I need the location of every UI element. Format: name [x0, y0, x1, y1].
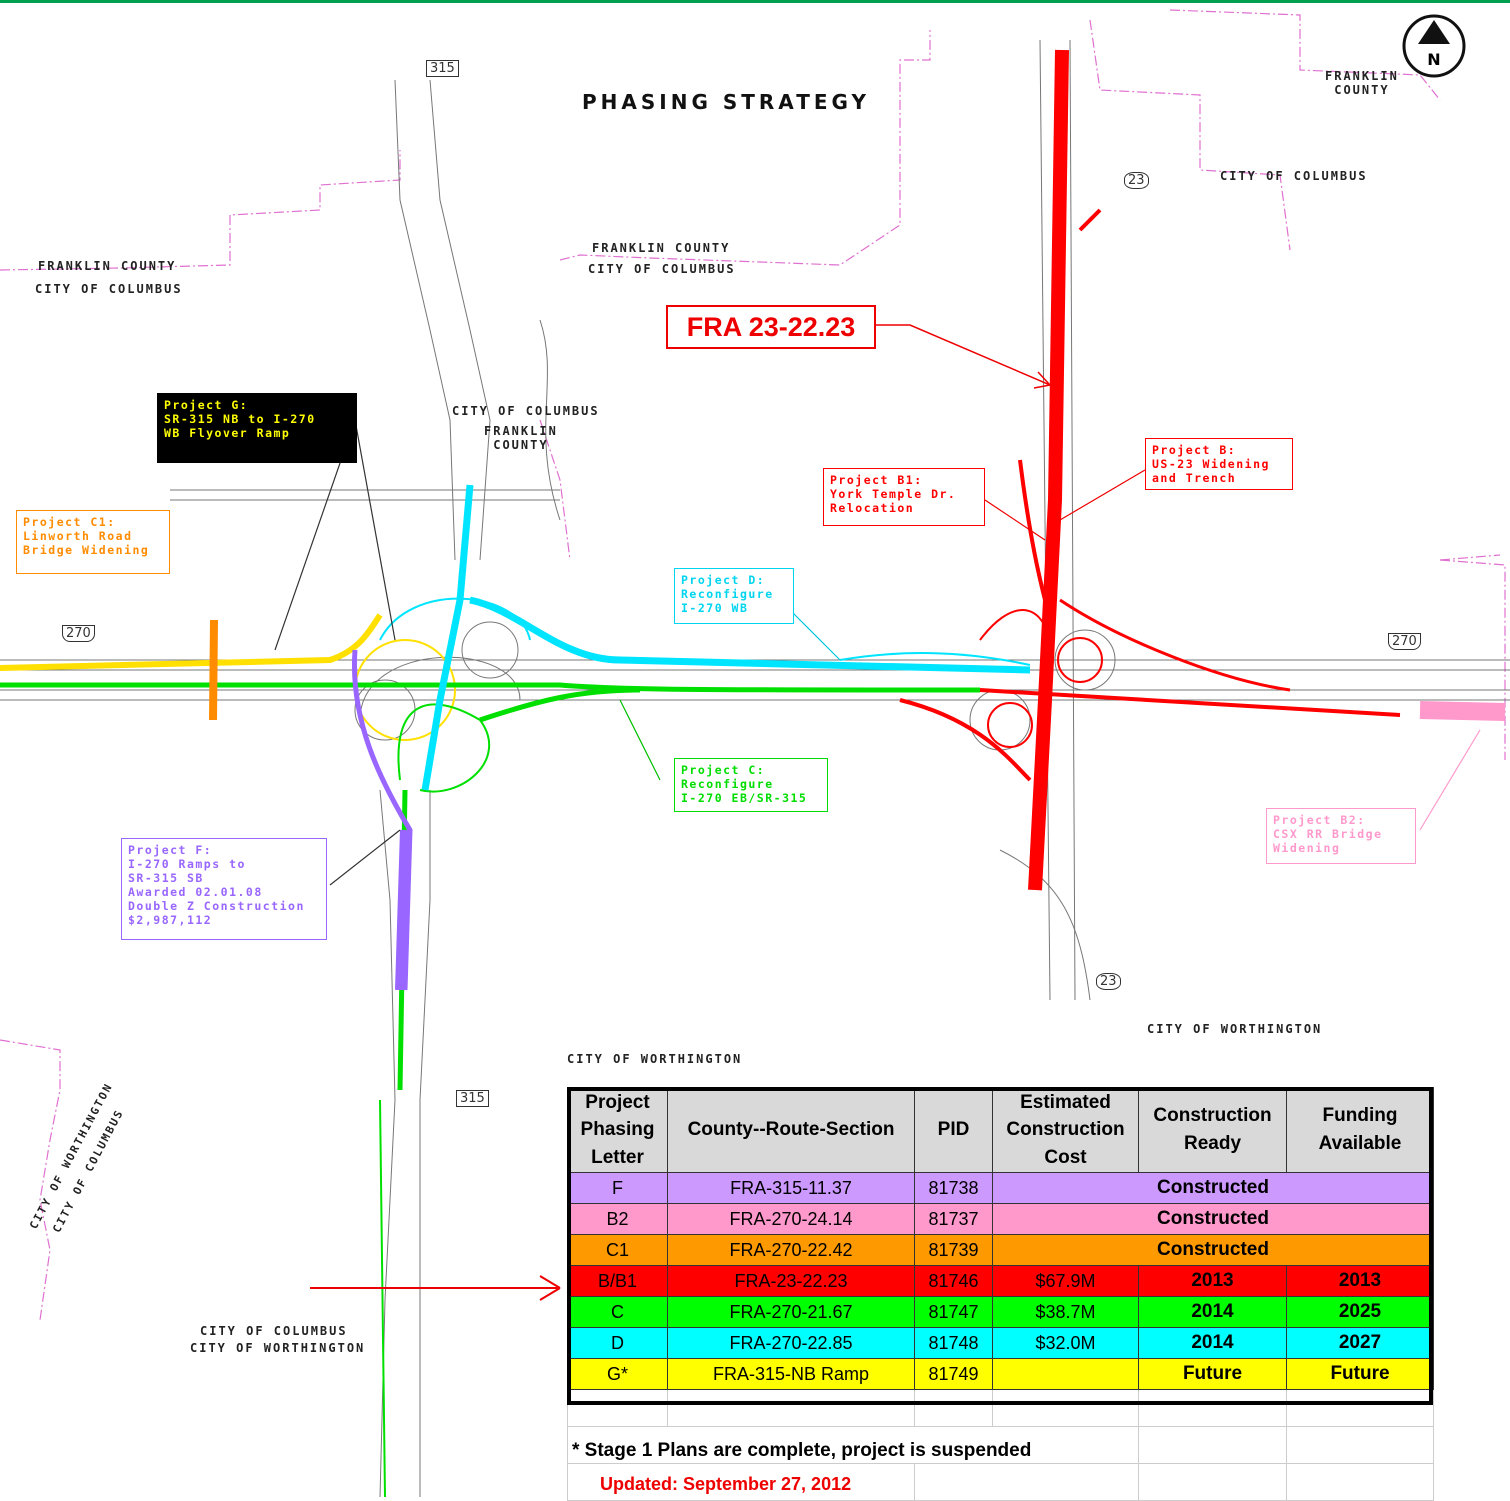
header-cost: Estimated Construction Cost — [992, 1087, 1139, 1173]
route-shield-315: 315 — [456, 1090, 489, 1107]
label-franklin-county: FRANKLIN COUNTY — [1325, 69, 1399, 97]
project-b1-callout: Project B1: York Temple Dr. Relocation — [823, 468, 985, 526]
cell-letter: C1 — [567, 1234, 668, 1266]
cell-section: FRA-270-22.85 — [667, 1327, 915, 1359]
north-label: N — [1427, 50, 1440, 69]
cell-status: Constructed — [992, 1172, 1434, 1204]
map-title: PHASING STRATEGY — [582, 90, 870, 114]
cell-pid: 81738 — [914, 1172, 993, 1204]
table-row — [567, 1426, 1434, 1464]
header-pid: PID — [914, 1087, 993, 1173]
label-city-of-columbus: CITY OF COLUMBUS — [1220, 169, 1368, 183]
project-f-callout: Project F: I-270 Ramps to SR-315 SB Awar… — [121, 838, 327, 940]
main-callout: FRA 23-22.23 — [666, 305, 876, 349]
cell-cost: $67.9M — [992, 1265, 1139, 1297]
table-row: D FRA-270-22.85 81748 $32.0M 2014 2027 — [567, 1327, 1434, 1359]
cell-status: Constructed — [992, 1234, 1434, 1266]
cell-letter: C — [567, 1296, 668, 1328]
cell-cost — [992, 1358, 1139, 1390]
cell-ready: 2013 — [1138, 1265, 1287, 1297]
updated-date: Updated: September 27, 2012 — [600, 1474, 852, 1494]
header-ready: Construction Ready — [1138, 1087, 1287, 1173]
header-section: County--Route-Section — [667, 1087, 915, 1173]
cell-letter: B2 — [567, 1203, 668, 1235]
label-franklin-county: FRANKLIN COUNTY — [484, 424, 558, 452]
cell-section: FRA-270-21.67 — [667, 1296, 915, 1328]
project-b2-callout: Project B2: CSX RR Bridge Widening — [1266, 808, 1416, 864]
route-shield-270: 270 — [1388, 633, 1421, 650]
cell-pid: 81747 — [914, 1296, 993, 1328]
table-row: G* FRA-315-NB Ramp 81749 Future Future — [567, 1358, 1434, 1390]
label-city-of-columbus: CITY OF COLUMBUS — [35, 282, 183, 296]
cell-section: FRA-270-22.42 — [667, 1234, 915, 1266]
cell-pid: 81746 — [914, 1265, 993, 1297]
label-city-of-columbus: CITY OF COLUMBUS — [452, 404, 600, 418]
cell-status: Constructed — [992, 1203, 1434, 1235]
route-shield-23: 23 — [1124, 172, 1149, 189]
label-franklin-county: FRANKLIN COUNTY — [38, 259, 177, 273]
route-shield-23: 23 — [1096, 973, 1121, 990]
label-city-of-columbus: CITY OF COLUMBUS — [200, 1324, 348, 1338]
cell-pid: 81739 — [914, 1234, 993, 1266]
cell-funding: 2025 — [1286, 1296, 1434, 1328]
label-city-of-worthington: CITY OF WORTHINGTON — [1147, 1022, 1323, 1036]
cell-letter: G* — [567, 1358, 668, 1390]
table-row: F FRA-315-11.37 81738 Constructed — [567, 1172, 1434, 1204]
table-row — [567, 1463, 1434, 1501]
label-city-of-worthington: CITY OF WORTHINGTON — [190, 1341, 366, 1355]
project-c1-callout: Project C1: Linworth Road Bridge Widenin… — [16, 510, 170, 574]
cell-funding: 2027 — [1286, 1327, 1434, 1359]
table-row: B2 FRA-270-24.14 81737 Constructed — [567, 1203, 1434, 1235]
cell-cost: $38.7M — [992, 1296, 1139, 1328]
cell-pid: 81737 — [914, 1203, 993, 1235]
table-row: B/B1 FRA-23-22.23 81746 $67.9M 2013 2013 — [567, 1265, 1434, 1297]
cell-section: FRA-315-NB Ramp — [667, 1358, 915, 1390]
table-footnote: * Stage 1 Plans are complete, project is… — [572, 1440, 1032, 1461]
table-header-row: Project Phasing Letter County--Route-Sec… — [567, 1087, 1434, 1173]
cell-ready: 2014 — [1138, 1296, 1287, 1328]
table-row: C FRA-270-21.67 81747 $38.7M 2014 2025 — [567, 1296, 1434, 1328]
label-franklin-county: FRANKLIN COUNTY — [592, 241, 731, 255]
cell-cost: $32.0M — [992, 1327, 1139, 1359]
cell-ready: 2014 — [1138, 1327, 1287, 1359]
route-shield-270: 270 — [62, 625, 95, 642]
cell-pid: 81748 — [914, 1327, 993, 1359]
header-funding: Funding Available — [1286, 1087, 1434, 1173]
cell-section: FRA-23-22.23 — [667, 1265, 915, 1297]
project-b-callout: Project B: US-23 Widening and Trench — [1145, 438, 1293, 490]
cell-funding: 2013 — [1286, 1265, 1434, 1297]
cell-ready: Future — [1138, 1358, 1287, 1390]
phasing-table: Project Phasing Letter County--Route-Sec… — [567, 1087, 1434, 1501]
table-row: C1 FRA-270-22.42 81739 Constructed — [567, 1234, 1434, 1266]
cell-funding: Future — [1286, 1358, 1434, 1390]
north-arrow-icon: N — [1400, 12, 1468, 80]
header-letter: Project Phasing Letter — [567, 1087, 668, 1173]
cell-pid: 81749 — [914, 1358, 993, 1390]
table-row — [567, 1389, 1434, 1427]
project-c-callout: Project C: Reconfigure I-270 EB/SR-315 — [674, 758, 828, 812]
cell-letter: B/B1 — [567, 1265, 668, 1297]
cell-letter: D — [567, 1327, 668, 1359]
label-city-of-worthington: CITY OF WORTHINGTON — [567, 1052, 743, 1066]
project-g-callout: Project G: SR-315 NB to I-270 WB Flyover… — [157, 393, 357, 463]
route-shield-315: 315 — [426, 60, 459, 77]
cell-section: FRA-270-24.14 — [667, 1203, 915, 1235]
cell-letter: F — [567, 1172, 668, 1204]
cell-section: FRA-315-11.37 — [667, 1172, 915, 1204]
label-city-of-columbus: CITY OF COLUMBUS — [588, 262, 736, 276]
project-d-callout: Project D: Reconfigure I-270 WB — [674, 568, 794, 624]
